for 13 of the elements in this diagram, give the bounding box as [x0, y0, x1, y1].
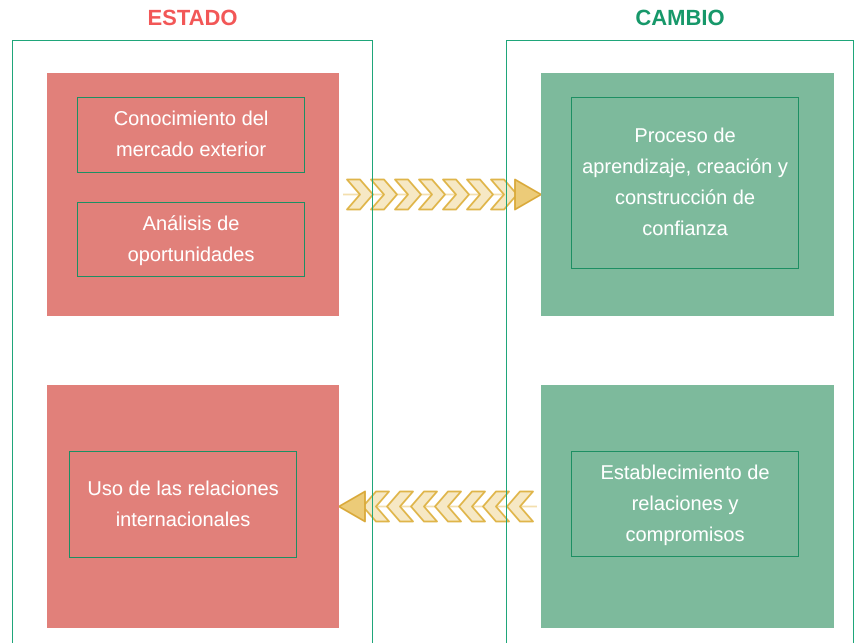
filled-box	[540, 384, 834, 628]
panel-heading: ESTADO	[146, 5, 239, 31]
chevron-arrow	[339, 490, 537, 522]
panel-heading: CAMBIO	[634, 5, 726, 31]
filled-box	[540, 72, 834, 316]
process-box: Análisis de oportunidades	[77, 202, 305, 277]
process-box: Proceso de aprendizaje, creación y construcción de confianza	[571, 97, 799, 269]
filled-box	[46, 384, 338, 628]
process-box: Conocimiento del mercado exterior	[77, 97, 305, 173]
process-box: Establecimiento de relaciones y compromisos	[571, 451, 799, 557]
chevron-arrow	[343, 178, 541, 210]
filled-box	[46, 72, 338, 316]
process-box: Uso de las relaciones internacionales	[69, 451, 297, 558]
